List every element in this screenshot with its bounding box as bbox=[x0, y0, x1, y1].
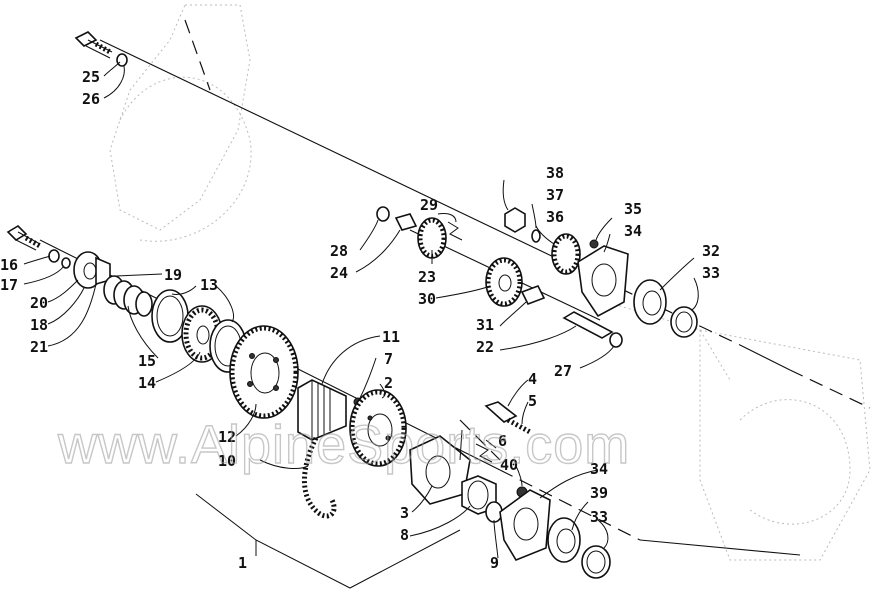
washer-28 bbox=[376, 206, 390, 222]
callout-2: 2 bbox=[384, 374, 393, 392]
gear-30 bbox=[485, 257, 523, 307]
nut-35 bbox=[589, 239, 599, 249]
callout-24: 24 bbox=[330, 264, 348, 282]
callout-26: 26 bbox=[82, 90, 100, 108]
bushing-31 bbox=[520, 284, 546, 306]
callout-19: 19 bbox=[164, 266, 182, 284]
shaft-22 bbox=[562, 311, 614, 339]
callout-18: 18 bbox=[30, 316, 48, 334]
washer-27 bbox=[609, 332, 623, 348]
gear-2 bbox=[349, 389, 407, 467]
pin-4-5 bbox=[484, 401, 532, 435]
cap-assembly-18-20 bbox=[73, 251, 111, 289]
washer-17b bbox=[61, 257, 71, 269]
callout-7: 7 bbox=[384, 350, 393, 368]
callout-14: 14 bbox=[138, 374, 156, 392]
bushing-24 bbox=[394, 213, 418, 231]
callout-39: 39 bbox=[590, 484, 608, 502]
seal-33-lower bbox=[581, 545, 611, 579]
callout-10: 10 bbox=[218, 452, 236, 470]
plate-13a-inner bbox=[156, 295, 184, 337]
callout-9: 9 bbox=[490, 554, 499, 572]
callout-4: 4 bbox=[528, 370, 537, 388]
callout-25: 25 bbox=[82, 68, 100, 86]
callout-33-lower: 33 bbox=[590, 508, 608, 526]
callout-6: 6 bbox=[498, 432, 507, 450]
spring-29 bbox=[447, 221, 463, 241]
springs-15-19 bbox=[103, 275, 153, 317]
spring-6 bbox=[475, 443, 493, 463]
callout-29: 29 bbox=[420, 196, 438, 214]
callout-3: 3 bbox=[400, 504, 409, 522]
callout-16: 16 bbox=[0, 256, 18, 274]
hub-11 bbox=[297, 379, 347, 441]
callout-23: 23 bbox=[418, 268, 436, 286]
gear-36 bbox=[551, 233, 581, 275]
callout-34-lower: 34 bbox=[590, 460, 608, 478]
seal-33-lower-inner bbox=[586, 550, 606, 574]
callout-labels: 25 26 16 17 20 18 21 19 13 15 14 12 10 1… bbox=[0, 68, 720, 572]
callout-17: 17 bbox=[0, 276, 18, 294]
watermark-text: www.AlpineSports.com bbox=[57, 415, 630, 475]
callout-11: 11 bbox=[382, 328, 400, 346]
callout-20: 20 bbox=[30, 294, 48, 312]
bolt-16 bbox=[6, 224, 42, 251]
callout-28: 28 bbox=[330, 242, 348, 260]
callout-35: 35 bbox=[624, 200, 642, 218]
callout-32: 32 bbox=[702, 242, 720, 260]
leader-lines bbox=[23, 61, 699, 589]
bearing-39 bbox=[547, 517, 581, 563]
callout-5: 5 bbox=[528, 392, 537, 410]
seal-33-upper-inner bbox=[675, 311, 693, 333]
washer-26 bbox=[116, 53, 128, 67]
callout-36: 36 bbox=[546, 208, 564, 226]
background-housing-sketch bbox=[109, 4, 871, 561]
callout-27: 27 bbox=[554, 362, 572, 380]
callout-30: 30 bbox=[418, 290, 436, 308]
bolt-25 bbox=[74, 31, 113, 59]
nut-38 bbox=[504, 207, 526, 233]
callout-21: 21 bbox=[30, 338, 48, 356]
callout-12: 12 bbox=[218, 428, 236, 446]
bearing-32 bbox=[633, 279, 667, 325]
callout-34-upper: 34 bbox=[624, 222, 642, 240]
callout-15: 15 bbox=[138, 352, 156, 370]
callout-1: 1 bbox=[238, 554, 247, 572]
callout-40: 40 bbox=[500, 456, 518, 474]
bearing-plate-34-lower bbox=[499, 489, 551, 561]
washer-37 bbox=[531, 229, 541, 243]
callout-8: 8 bbox=[400, 526, 409, 544]
sprocket-12 bbox=[229, 325, 299, 419]
callout-33-upper: 33 bbox=[702, 264, 720, 282]
callout-31: 31 bbox=[476, 316, 494, 334]
callout-13: 13 bbox=[200, 276, 218, 294]
callout-37: 37 bbox=[546, 186, 564, 204]
callout-22: 22 bbox=[476, 338, 494, 356]
chain-10 bbox=[302, 436, 337, 519]
seal-33-upper bbox=[670, 306, 698, 338]
callout-38: 38 bbox=[546, 164, 564, 182]
bearing-plate-34-upper bbox=[577, 245, 629, 318]
washer-17a bbox=[48, 249, 60, 263]
